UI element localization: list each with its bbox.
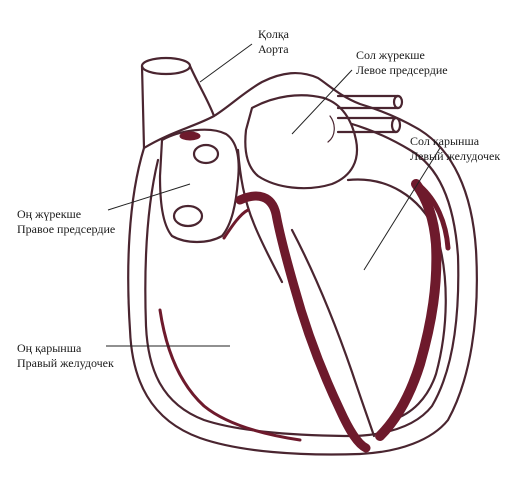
label-left-atrium-kk: Сол жүрекше [356,48,448,63]
leader-lines [106,44,440,346]
label-left-ventricle: Сол қарынша Левый желудочек [410,134,500,164]
valve-lower [174,206,202,226]
left-atrium-chamber [245,95,357,188]
label-right-ventricle-ru: Правый желудочек [17,356,114,371]
label-aorta-kk: Қолқа [258,27,289,42]
label-left-ventricle-ru: Левый желудочек [410,149,500,164]
sinoatrial-node [180,132,200,140]
label-right-atrium-kk: Оң жүрекше [17,207,115,222]
label-right-atrium-ru: Правое предсердие [17,222,115,237]
label-right-ventricle: Оң қарынша Правый желудочек [17,341,114,371]
label-left-atrium: Сол жүрекше Левое предсердие [356,48,448,78]
label-right-atrium: Оң жүрекше Правое предсердие [17,207,115,237]
label-aorta-ru: Аорта [258,42,289,57]
av-node-path [224,210,248,238]
pulmonary-veins [338,96,402,132]
left-bundle [380,184,436,436]
valve-upper [194,145,218,163]
label-left-atrium-ru: Левое предсердие [356,63,448,78]
label-left-ventricle-kk: Сол қарынша [410,134,500,149]
right-bundle [160,310,300,440]
label-aorta: Қолқа Аорта [258,27,289,57]
conduction-system [160,132,448,448]
label-right-ventricle-kk: Оң қарынша [17,341,114,356]
